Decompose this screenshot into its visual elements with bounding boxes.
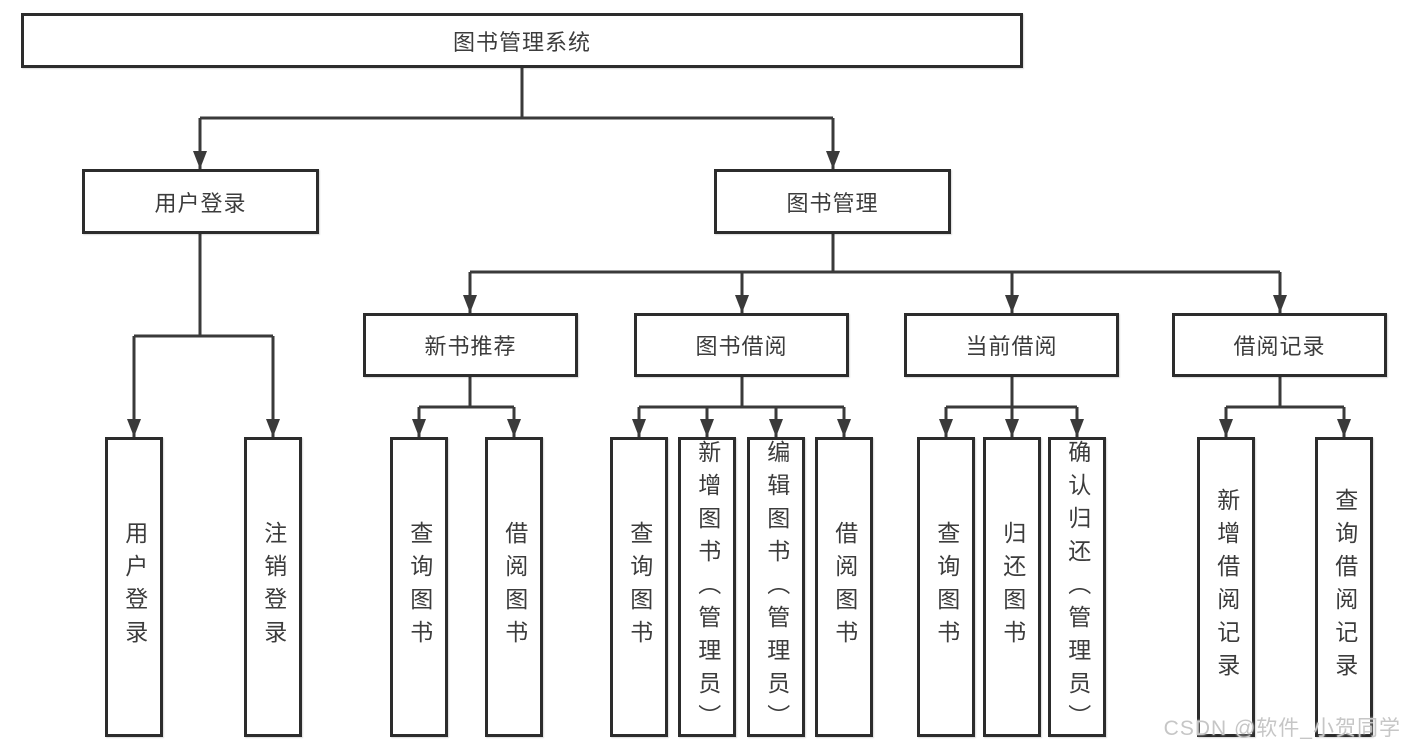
node-new-book-recommend: 新书推荐 (363, 313, 578, 377)
leaf-query-books-borrowing: 查询图书 (610, 437, 668, 737)
leaf-borrow-books-recommend: 借阅图书 (485, 437, 543, 737)
csdn-watermark: CSDN @软件_小贺同学 (1163, 717, 1401, 740)
leaf-logout: 注销登录 (244, 437, 302, 737)
leaf-query-books-current: 查询图书 (917, 437, 975, 737)
node-user-login-branch: 用户登录 (82, 169, 319, 234)
node-current-borrowing: 当前借阅 (904, 313, 1119, 377)
leaf-borrow-books: 借阅图书 (815, 437, 873, 737)
leaf-add-borrow-record: 新增借阅记录 (1197, 437, 1255, 737)
node-book-borrowing: 图书借阅 (634, 313, 849, 377)
leaf-return-books: 归还图书 (983, 437, 1041, 737)
node-book-management: 图书管理 (714, 169, 951, 234)
leaf-query-borrow-record: 查询借阅记录 (1315, 437, 1373, 737)
leaf-edit-book-admin: 编辑图书（管理员） (747, 437, 805, 737)
node-borrowing-records: 借阅记录 (1172, 313, 1387, 377)
node-system-root: 图书管理系统 (21, 13, 1023, 68)
leaf-user-login: 用户登录 (105, 437, 163, 737)
leaf-query-books-recommend: 查询图书 (390, 437, 448, 737)
leaf-confirm-return-admin: 确认归还（管理员） (1048, 437, 1106, 737)
leaf-add-book-admin: 新增图书（管理员） (678, 437, 736, 737)
connectors (127, 68, 1351, 437)
